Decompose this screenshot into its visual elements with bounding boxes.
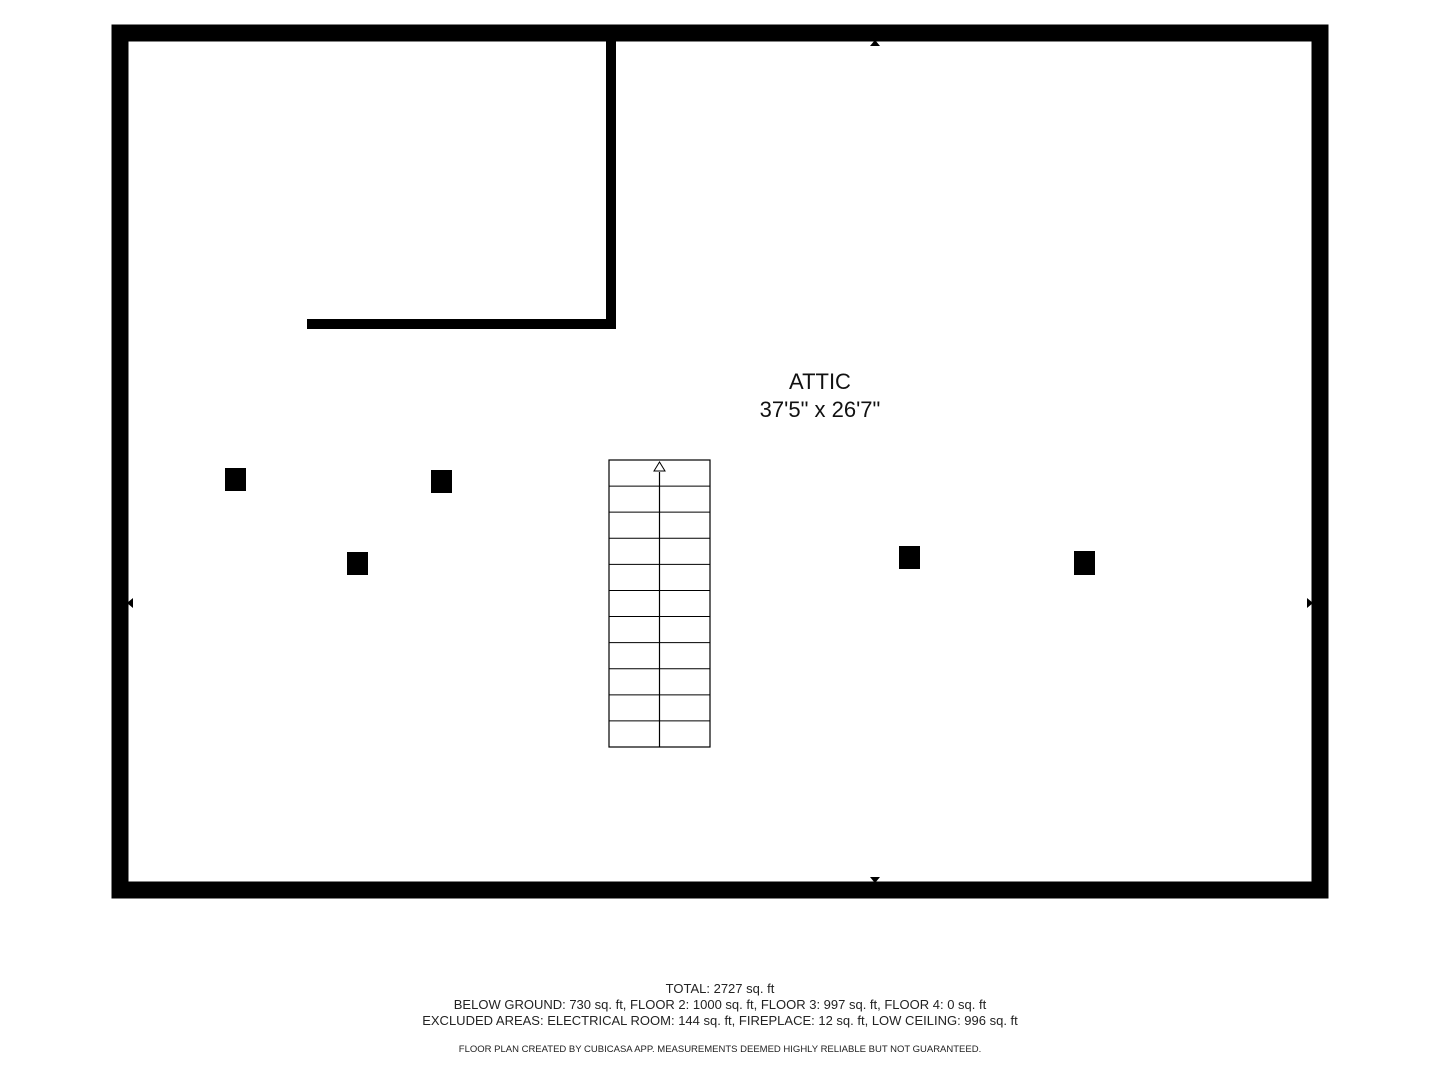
- floor-areas: BELOW GROUND: 730 sq. ft, FLOOR 2: 1000 …: [453, 997, 987, 1012]
- support-column: [431, 470, 452, 493]
- disclaimer: FLOOR PLAN CREATED BY CUBICASA APP. MEAS…: [458, 1044, 982, 1055]
- support-column: [899, 546, 920, 569]
- support-column: [225, 468, 246, 491]
- support-column: [347, 552, 368, 575]
- wall-marker-bottom: [870, 877, 880, 883]
- room-dimensions: 37'5" x 26'7": [759, 397, 881, 422]
- wall-marker-top: [870, 40, 880, 46]
- interior-wall: [307, 33, 616, 329]
- stair-treads: [609, 485, 710, 722]
- total-area: TOTAL: 2727 sq. ft: [665, 981, 775, 996]
- wall-marker-left: [127, 598, 133, 608]
- excluded-areas: EXCLUDED AREAS: ELECTRICAL ROOM: 144 sq.…: [422, 1013, 1018, 1028]
- support-column: [1074, 551, 1095, 575]
- wall-marker-right: [1307, 598, 1313, 608]
- outer-wall: [111, 24, 1329, 899]
- stair-direction-arrow-icon: [653, 461, 666, 472]
- staircase: [608, 459, 711, 748]
- room-name: ATTIC: [789, 369, 851, 394]
